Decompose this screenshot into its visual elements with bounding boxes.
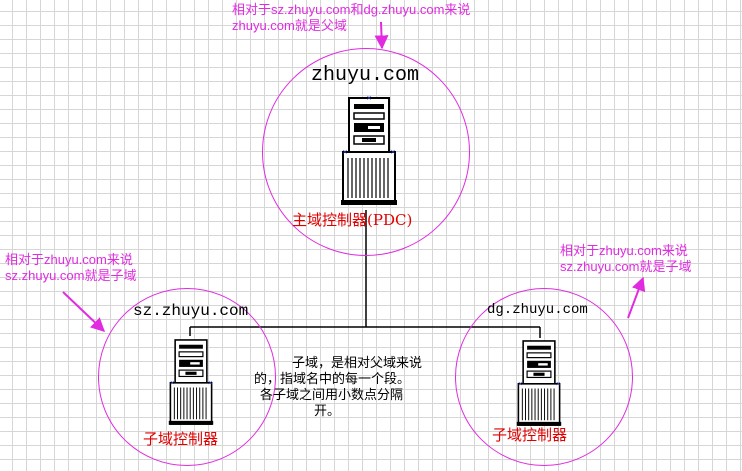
root-role-label: 主域控制器(PDC) — [292, 211, 413, 229]
top-arrow-icon — [374, 21, 389, 50]
right-domain-circle — [455, 288, 633, 466]
svg-text:×: × — [170, 379, 175, 386]
left-note-line-2: sz.zhuyu.com就是子域 — [5, 268, 137, 283]
explanation-line-1: 子域，是相对父域来说 — [292, 356, 423, 371]
root-domain-label: zhuyu.com — [311, 64, 420, 87]
right-role-label: 子域控制器 — [492, 426, 568, 444]
svg-text:×: × — [208, 379, 213, 386]
right-note: 相对于zhuyu.com来说 sz.zhuyu.com就是子域 — [560, 243, 691, 275]
explanation-line-4: 开。 — [314, 404, 341, 419]
svg-text:×: × — [518, 380, 523, 387]
explanation-line-2: 的，指域名中的每一个段。 — [254, 372, 411, 387]
root-domain-circle — [262, 48, 470, 256]
left-domain-label: sz.zhuyu.com — [133, 302, 249, 320]
left-arrow-icon — [62, 291, 106, 332]
right-domain-label: dg.zhuyu.com — [487, 302, 588, 318]
left-domain-circle — [98, 288, 276, 466]
server-tower-icon: × × — [168, 339, 214, 425]
right-note-line-2: sz.zhuyu.com就是子域 — [560, 259, 692, 274]
server-tower-icon: × × × — [341, 96, 397, 205]
left-note: 相对于zhuyu.com来说 sz.zhuyu.com就是子域 — [5, 252, 136, 284]
root-note: 相对于sz.zhuyu.com和dg.zhuyu.com来说 zhuyu.com… — [232, 2, 470, 34]
root-note-line-2: zhuyu.com就是父域 — [232, 18, 347, 33]
explanation-line-3: 各子域之间用小数点分隔 — [260, 388, 404, 403]
right-arrow-icon — [627, 276, 646, 319]
root-note-line-1: 相对于sz.zhuyu.com和dg.zhuyu.com来说 — [232, 2, 471, 17]
svg-text:×: × — [390, 148, 396, 156]
svg-text:×: × — [342, 148, 348, 156]
svg-text:×: × — [366, 96, 372, 102]
left-note-line-1: 相对于zhuyu.com来说 — [5, 252, 133, 267]
server-tower-icon: × × — [516, 340, 562, 426]
right-note-line-1: 相对于zhuyu.com来说 — [560, 243, 688, 258]
left-role-label: 子域控制器 — [143, 430, 219, 448]
svg-text:×: × — [556, 380, 561, 387]
explanation-text: 子域，是相对父域来说 的，指域名中的每一个段。 各子域之间用小数点分隔 开。 — [254, 356, 482, 420]
